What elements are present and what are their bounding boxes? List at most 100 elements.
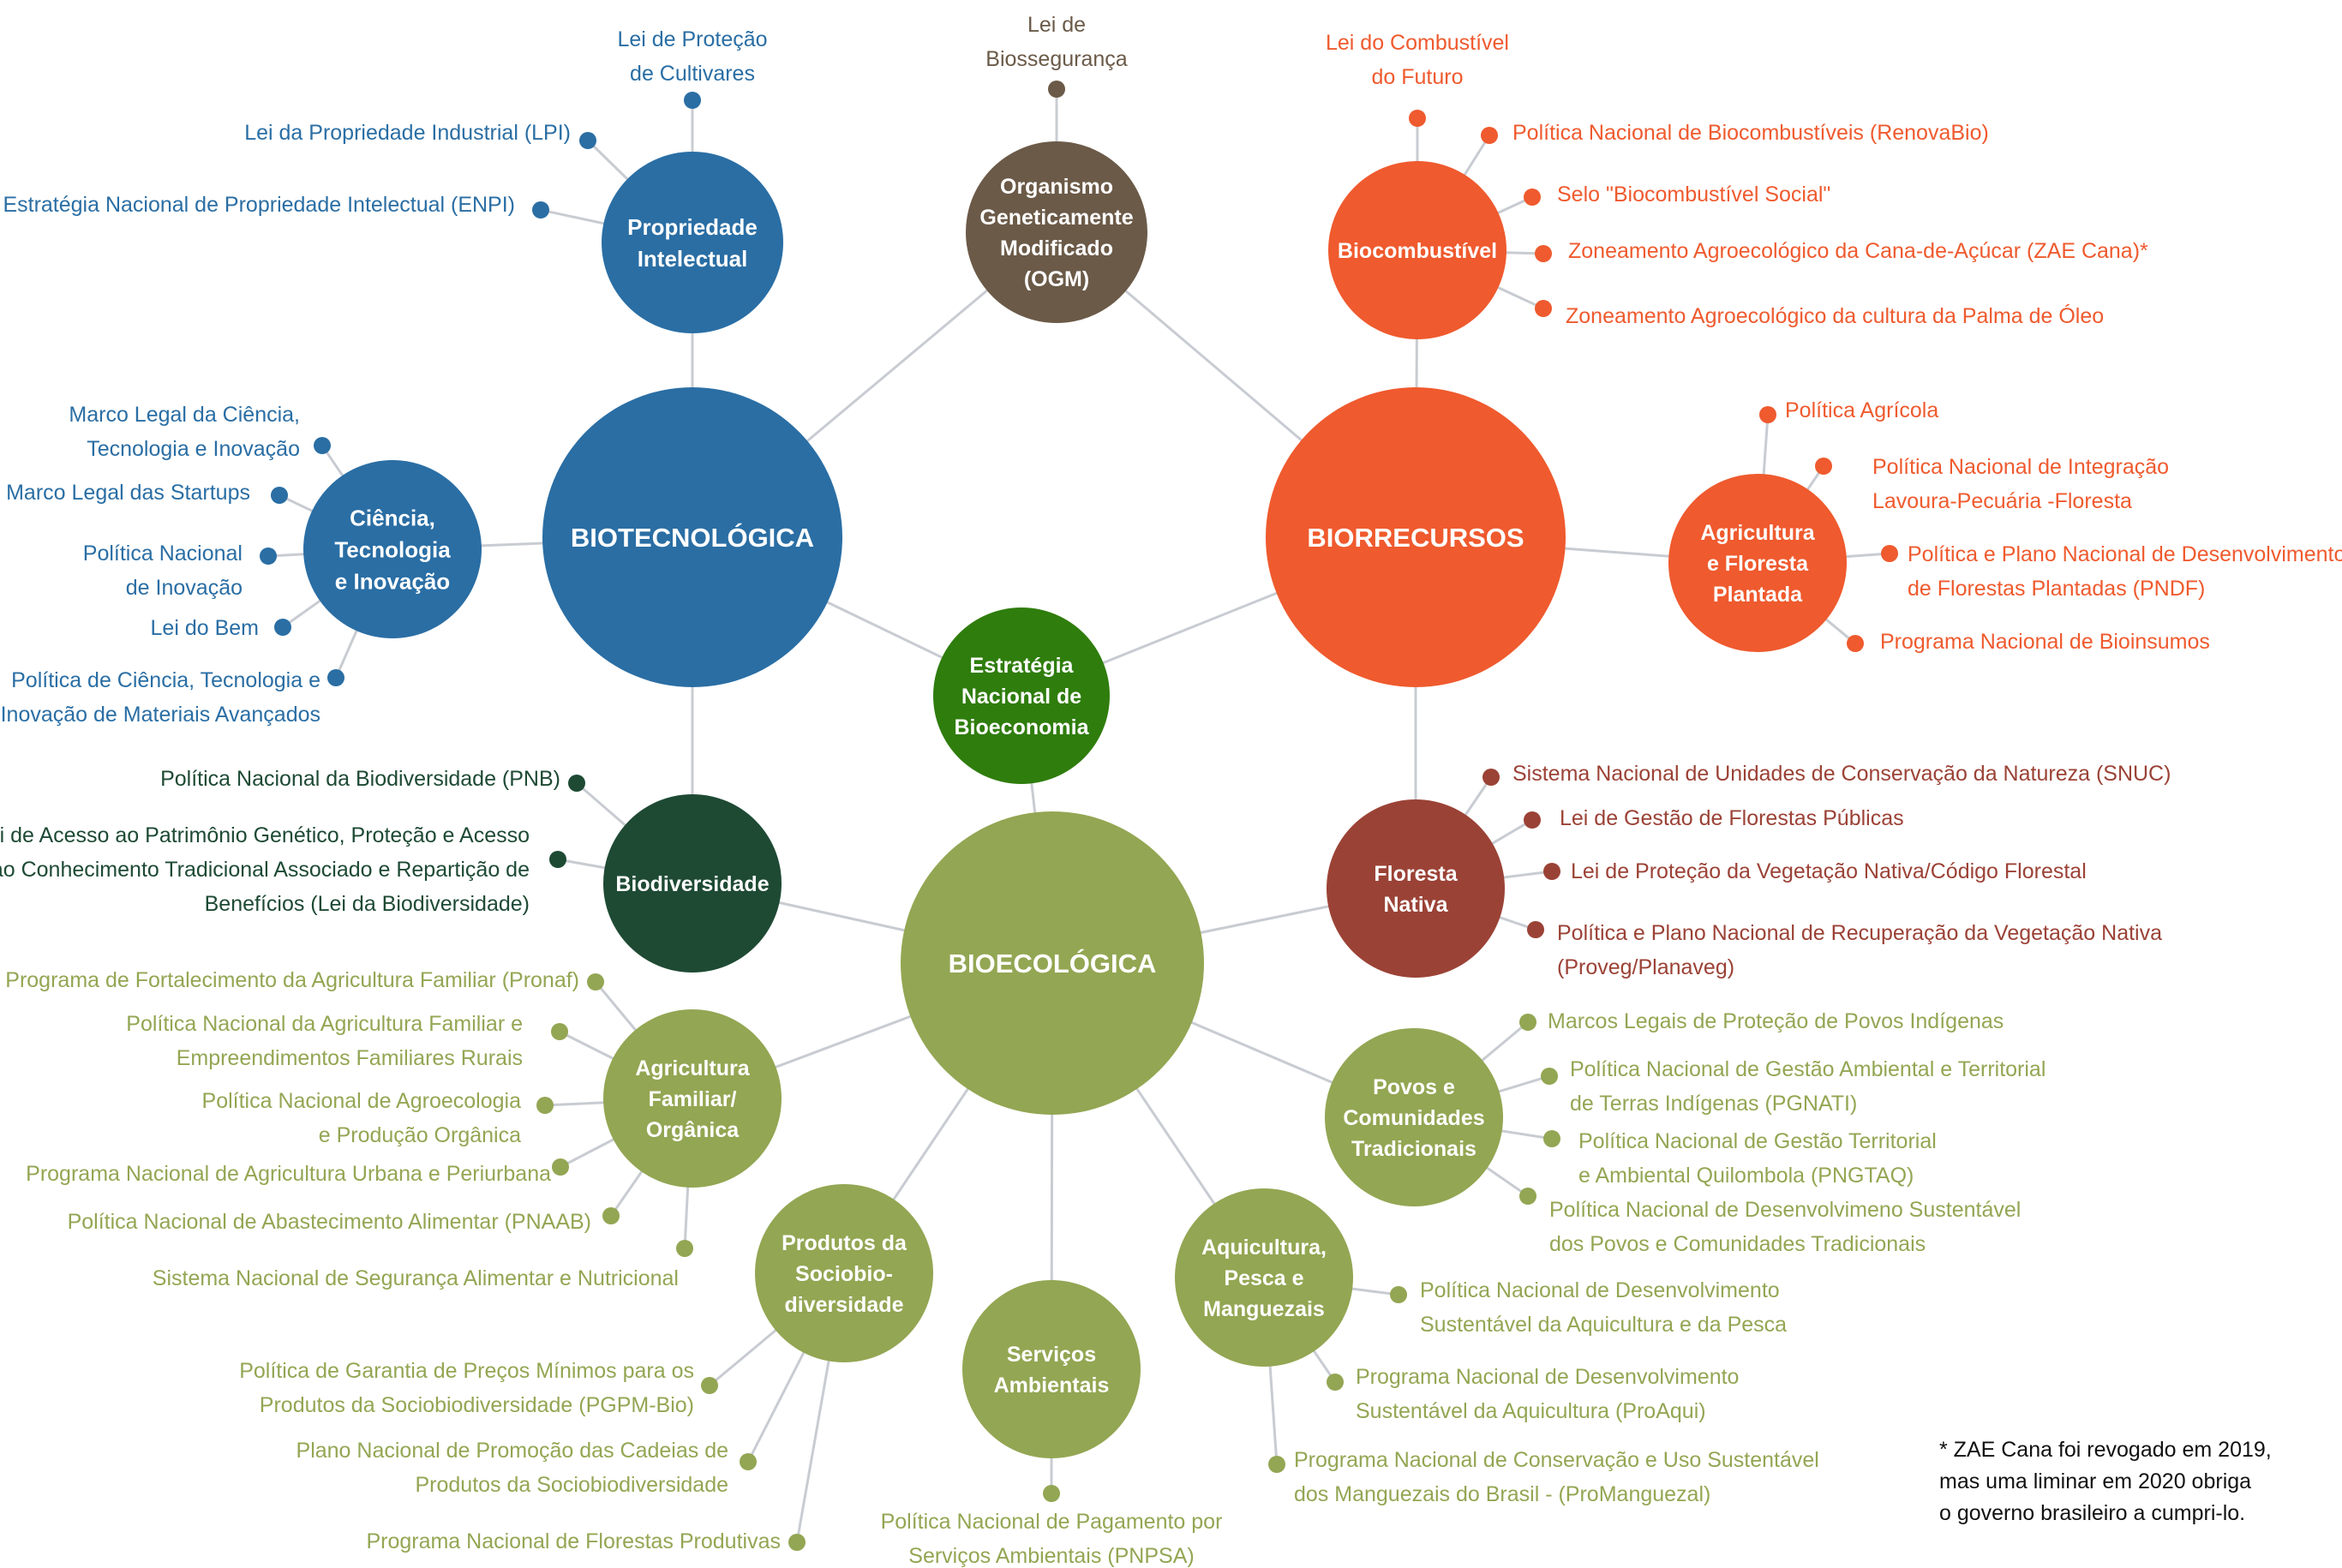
leaf-item-sociobio-2: Programa Nacional de Florestas Produtiva… [366,1529,781,1553]
leaf-dot [1759,406,1776,423]
leaf-dot [1482,769,1500,786]
leaf-item-floresta-3: Política e Plano Nacional de Recuperação… [1557,921,2162,979]
leaf-dot [1409,110,1426,127]
node-biodiv: Biodiversidade [603,794,782,973]
leaf-dot [1481,127,1498,144]
leaf-item-floresta-1: Lei de Gestão de Florestas Públicas [1560,806,1904,830]
leaf-dot [549,851,566,868]
hub-bioeco-circle [901,811,1204,1115]
leaf-dot [1268,1456,1285,1473]
hub-bioeco: BIOECOLÓGICA [901,811,1204,1115]
leaf-item-agri-3: Programa Nacional de Bioinsumos [1880,630,2210,654]
leaf-item-biocomb-1: Política Nacional de Biocombustíveis (Re… [1512,121,1989,145]
node-biodiv-circle [603,794,782,973]
node-biocomb: Biocombustível [1328,161,1506,339]
leaf-dot [676,1240,693,1257]
leaf-item-pi-1: Lei da Propriedade Industrial (LPI) [244,121,571,145]
node-biocomb-circle [1328,161,1506,339]
leaf-item-floresta-2: Lei de Proteção da Vegetação Nativa/Códi… [1571,859,2087,883]
leaf-dot [1535,300,1552,317]
leaf-dot [1527,921,1544,938]
node-servicos-circle [962,1280,1141,1458]
hub-biorrec-label: BIORRECURSOS [1307,523,1524,553]
leaf-item-biocomb-4: Zoneamento Agroecológico da cultura da P… [1566,303,2104,328]
leaf-item-cti-1: Marco Legal das Startups [6,481,250,505]
leaf-item-agri-2: Política e Plano Nacional de Desenvolvim… [1908,542,2342,601]
leaf-item-povos-1: Política Nacional de Gestão Ambiental e … [1570,1057,2046,1116]
center-node-circle [933,607,1110,784]
leaf-item-agrifam-3: Programa Nacional de Agricultura Urbana … [26,1162,551,1186]
leaf-item-biodiv-1: Lei de Acesso ao Patrimônio Genético, Pr… [0,823,530,916]
leaf-item-cti-0: Marco Legal da Ciência,Tecnologia e Inov… [69,403,300,461]
leaf-dot [1524,811,1541,829]
leaf-item-sociobio-1: Plano Nacional de Promoção das Cadeias d… [296,1439,728,1497]
leaf-dot [1543,1130,1560,1147]
leaf-item-agrifam-5: Sistema Nacional de Segurança Alimentar … [153,1266,679,1290]
leaf-item-agri-0: Política Agrícola [1785,398,1938,422]
leaf-item-biocomb-2: Selo "Biocombustível Social" [1557,183,1830,206]
leaf-dot [587,973,604,990]
node-agri-circle [1668,474,1847,652]
leaf-dot [1847,635,1864,652]
leaf-dot [701,1377,718,1394]
hub-biorrec: BIORRECURSOS [1266,387,1566,687]
node-cti-circle [303,460,482,638]
leaf-dot [274,619,291,636]
leaf-dot [536,1097,554,1114]
leaf-dot [552,1158,569,1176]
hub-biorrec-circle [1266,387,1566,687]
leaf-dot [740,1453,757,1470]
node-sociobio-circle [755,1184,933,1362]
leaf-dot [551,1023,568,1040]
node-povos-circle [1325,1028,1503,1206]
leaf-dot [788,1534,806,1551]
concept-nodes: BIOTECNOLÓGICA BIORRECURSOS BIOECOLÓGICA Pr… [303,141,1847,1458]
footnote: * ZAE Cana foi revogado em 2019,mas uma … [1939,1438,2272,1525]
leaf-dot [1541,1068,1558,1085]
leaf-item-pi-2: Estratégia Nacional de Propriedade Intel… [3,193,515,217]
leaf-item-povos-3: Política Nacional de Desenvolvimeno Sust… [1549,1198,2021,1256]
leaf-dot [271,487,288,504]
node-biocomb-label: Biocombustível [1338,239,1497,263]
leaf-dot [1043,1485,1060,1502]
leaf-dot [1048,81,1065,98]
leaf-item-biodiv-0: Política Nacional da Biodiversidade (PNB… [160,767,560,791]
hub-biotec-label: BIOTECNOLÓGICA [571,522,814,553]
node-floresta-circle [1327,799,1505,978]
node-biodiv-label: Biodiversidade [615,872,769,896]
leaf-dot [1524,189,1541,206]
node-aqui-circle [1175,1188,1353,1367]
leaf-item-biocomb-3: Zoneamento Agroecológico da Cana-de-Açúc… [1568,239,2148,263]
hub-biotec-circle [542,387,842,687]
leaf-dot [1881,545,1898,562]
leaf-dot [579,132,596,149]
leaf-dot [602,1207,620,1224]
